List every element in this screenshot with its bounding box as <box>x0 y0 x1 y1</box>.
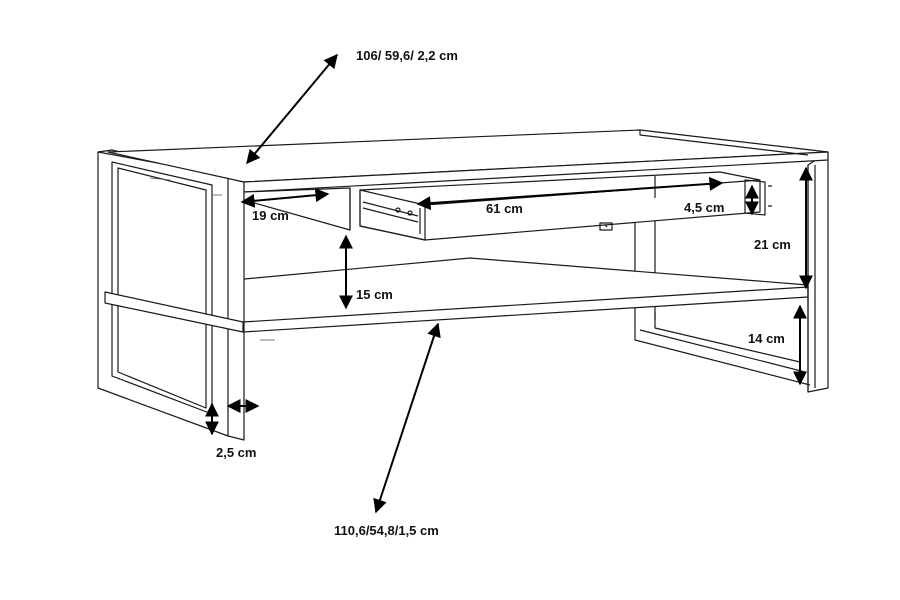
label-tabletop: 106/ 59,6/ 2,2 cm <box>356 48 458 63</box>
shelf-arrow <box>373 322 441 514</box>
label-shelf: 110,6/54,8/1,5 cm <box>334 523 439 538</box>
label-frame-height: 14 cm <box>748 331 785 346</box>
label-frame-profile: 2,5 cm <box>216 445 256 460</box>
label-drawer-width: 61 cm <box>486 201 523 216</box>
tabletop <box>107 129 829 193</box>
label-drawer-height: 4,5 cm <box>684 200 724 215</box>
dimension-arrows <box>205 53 813 514</box>
tabletop-arrow <box>246 53 338 165</box>
label-drawer-depth: 19 cm <box>252 208 289 223</box>
label-clearance: 15 cm <box>356 287 393 302</box>
dimension-labels: 106/ 59,6/ 2,2 cm 19 cm 61 cm 4,5 cm 15 … <box>216 48 791 538</box>
right-front-frame <box>807 151 829 393</box>
label-total-height: 21 cm <box>754 237 791 252</box>
drawer-width-arrow <box>416 176 724 211</box>
drawer-depth-arrow <box>240 188 330 208</box>
left-front-frame <box>97 149 245 441</box>
